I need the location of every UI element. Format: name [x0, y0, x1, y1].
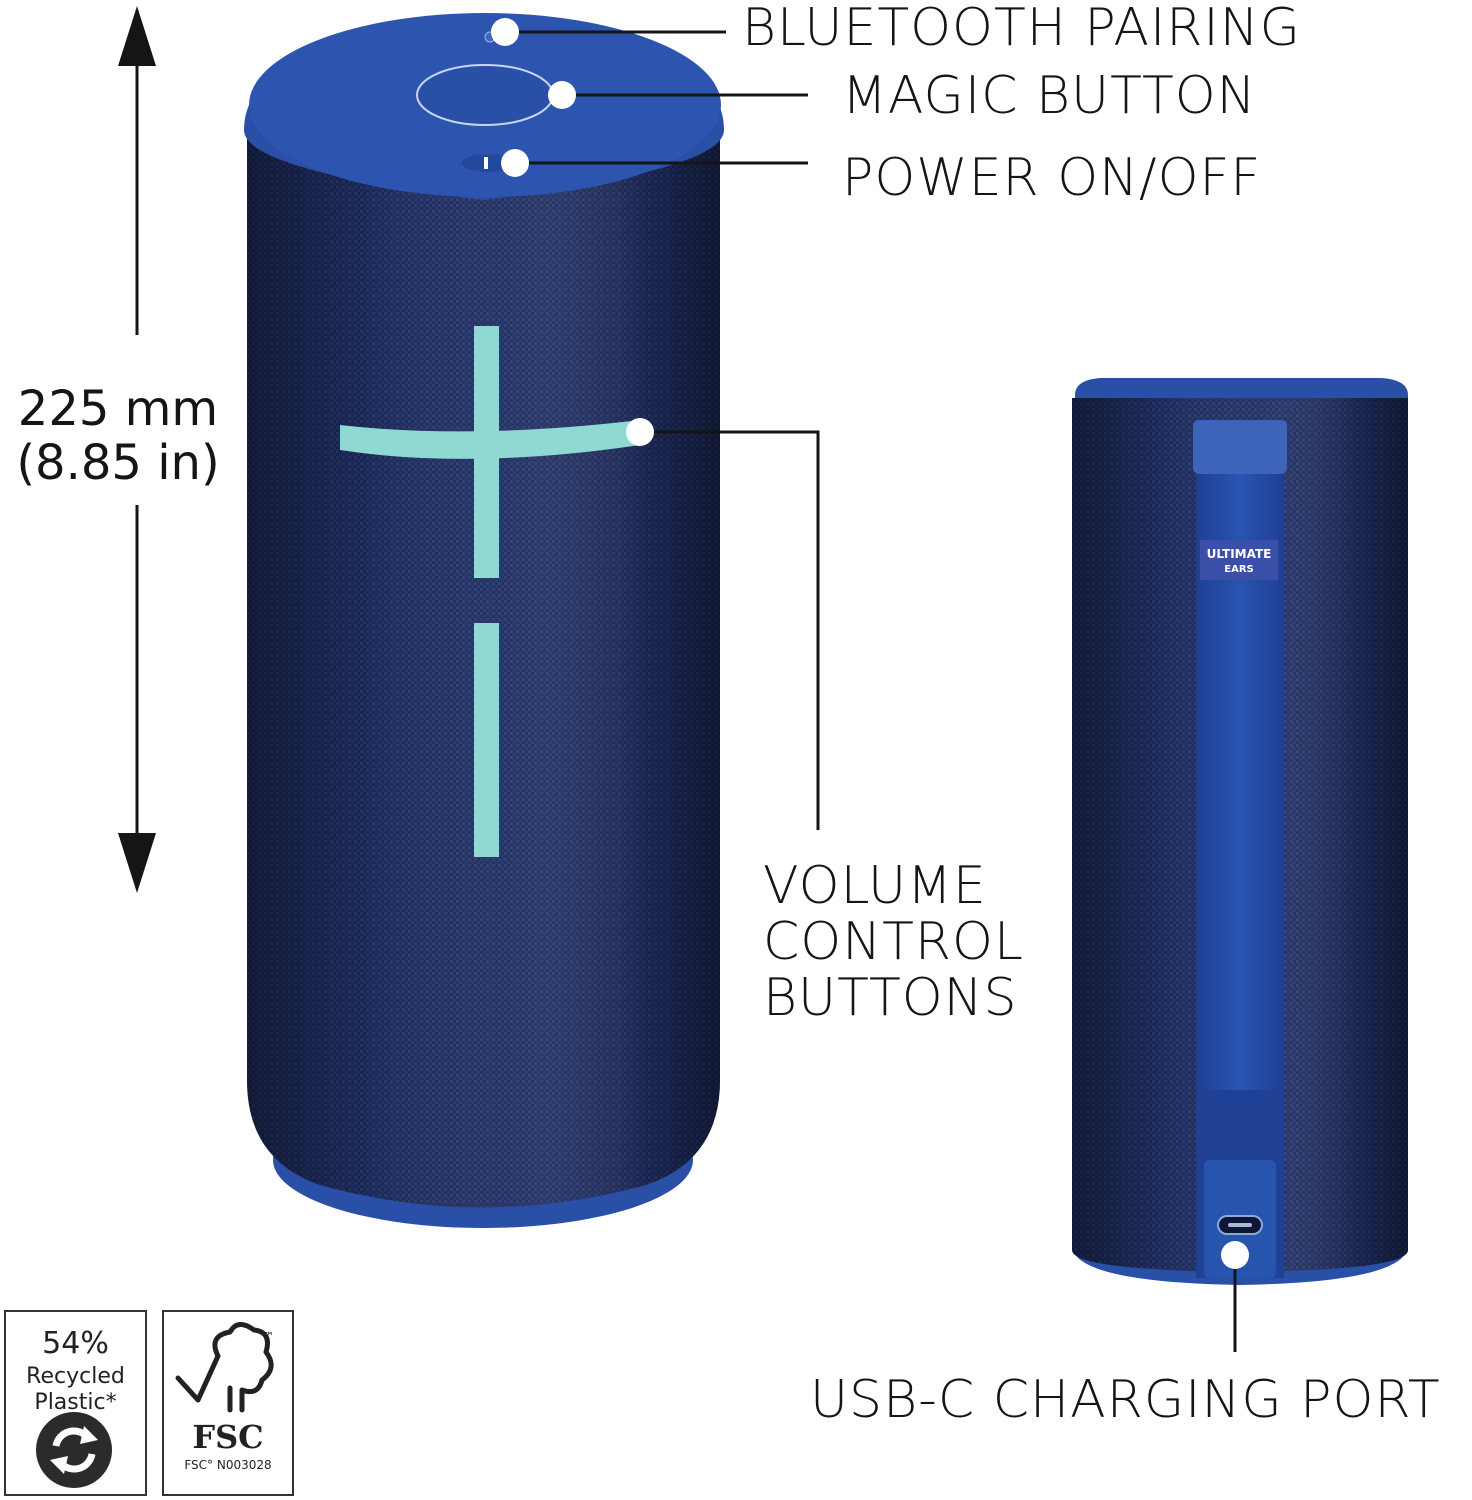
power-label: POWER ON/OFF [842, 148, 1262, 208]
main-speaker [244, 13, 724, 1228]
fsc-tm: ™ [263, 1330, 274, 1343]
fsc-badge: ™ FSC FSC° N003028 [162, 1310, 294, 1496]
height-metric: 225 mm [17, 381, 219, 437]
callout-dot-volume [626, 418, 654, 446]
volume-label-line1: VOLUME [763, 856, 987, 916]
height-dimension-label: 225 mm (8.85 in) [8, 382, 228, 490]
brand-line2: EARS [1224, 564, 1253, 575]
callout-dot-bluetooth [491, 18, 519, 46]
callout-dot-magic [548, 81, 576, 109]
magic-button[interactable] [416, 64, 554, 126]
brand-line1: ULTIMATE [1207, 547, 1272, 561]
volume-up-crossbar[interactable] [340, 420, 640, 459]
bluetooth-pairing-label: BLUETOOTH PAIRING [742, 0, 1301, 58]
height-imperial: (8.85 in) [16, 435, 220, 491]
callout-dots [491, 18, 1249, 1269]
brand-logo [1200, 540, 1278, 580]
callout-dot-usb [1221, 1241, 1249, 1269]
recycled-plastic-badge: 54% Recycled Plastic* [4, 1310, 147, 1496]
rear-speaker: ULTIMATE EARS [1072, 378, 1408, 1285]
volume-down-button[interactable] [474, 623, 499, 857]
magic-button-label: MAGIC BUTTON [842, 66, 1257, 126]
volume-label-line2: CONTROL [763, 912, 1024, 972]
usb-c-label: USB-C CHARGING PORT [810, 1370, 1441, 1430]
recycled-percent: 54% [42, 1326, 109, 1361]
volume-label-line3: BUTTONS [763, 968, 1018, 1028]
fsc-code: FSC° N003028 [184, 1458, 272, 1472]
height-dimension-arrow [118, 6, 156, 893]
callout-dot-power [501, 149, 529, 177]
recycled-line1: Recycled [26, 1364, 125, 1389]
fsc-mark: FSC [192, 1418, 264, 1456]
volume-label: VOLUME CONTROL BUTTONS [763, 858, 1024, 1026]
callout-lines [505, 30, 1237, 1352]
recycled-line2: Plastic* [34, 1390, 117, 1415]
